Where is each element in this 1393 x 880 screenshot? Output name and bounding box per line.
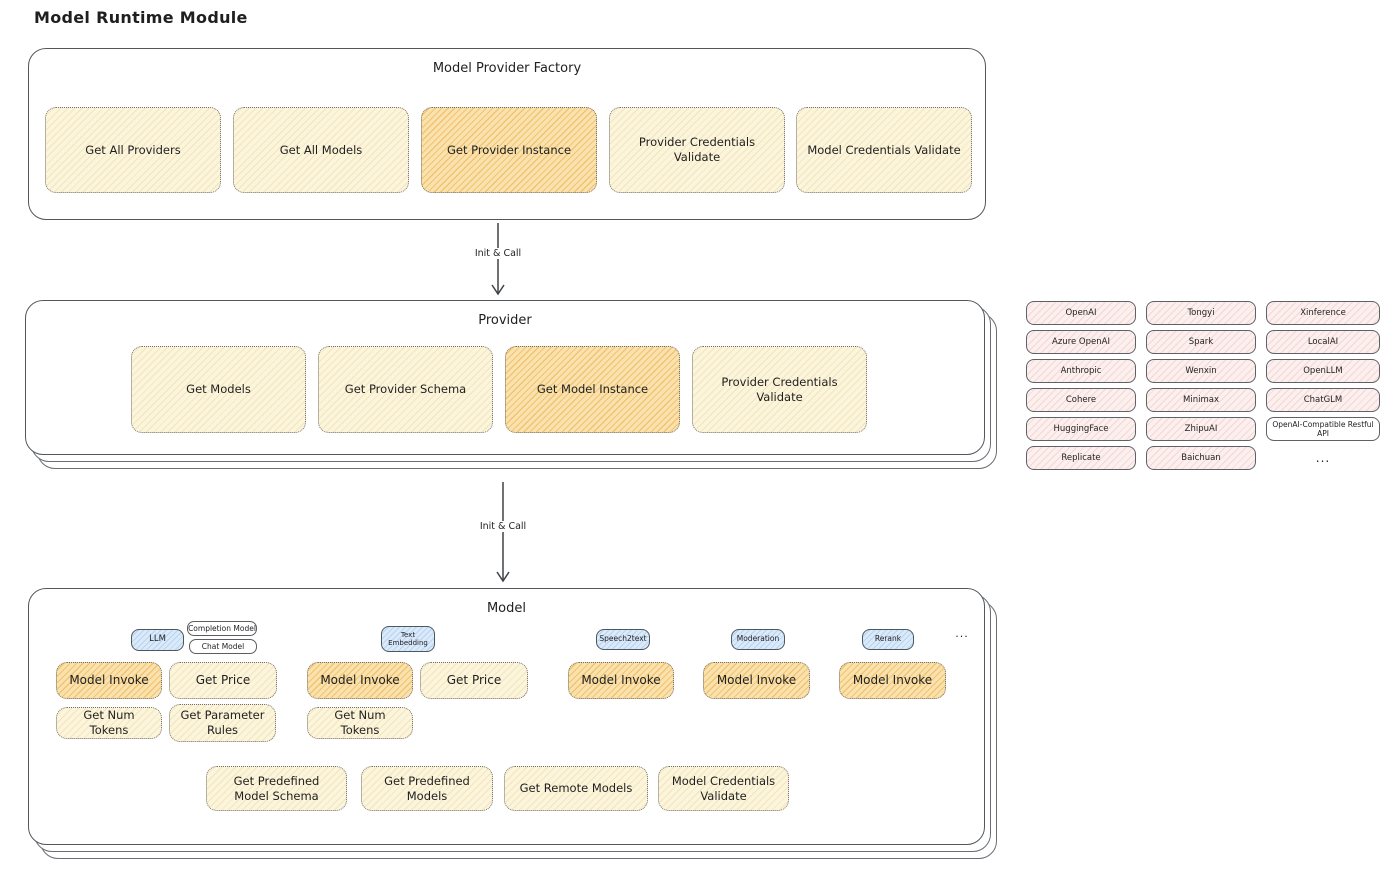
model-panel-title: Model bbox=[486, 601, 527, 616]
arrow-label-init-call: Init & Call bbox=[455, 248, 541, 259]
node-get-provider-schema: Get Provider Schema bbox=[318, 346, 493, 433]
provider-chip-spark: Spark bbox=[1146, 330, 1256, 354]
model-type-badge-moderation: Moderation bbox=[731, 629, 785, 650]
model-type-badge-text-embedding: Text Embedding bbox=[381, 626, 435, 652]
arrow-down-icon bbox=[496, 482, 510, 583]
provider-chip-xinference: Xinference bbox=[1266, 301, 1380, 325]
providers-grid: OpenAI Tongyi Xinference Azure OpenAI Sp… bbox=[1026, 301, 1380, 470]
node-get-predefined-models: Get Predefined Models bbox=[361, 766, 493, 811]
provider-chip-baichuan: Baichuan bbox=[1146, 446, 1256, 470]
provider-chip-replicate: Replicate bbox=[1026, 446, 1136, 470]
provider-chip-wenxin: Wenxin bbox=[1146, 359, 1256, 383]
sub-badge-chat-model: Chat Model bbox=[189, 639, 257, 654]
node-rerank-model-invoke: Model Invoke bbox=[839, 662, 946, 699]
model-types-more-ellipsis: ... bbox=[955, 627, 969, 640]
providers-more-ellipsis: ... bbox=[1315, 451, 1331, 465]
node-provider-credentials-validate: Provider Credentials Validate bbox=[609, 107, 785, 193]
node-get-model-instance: Get Model Instance bbox=[505, 346, 680, 433]
factory-panel: Model Provider Factory Get All Providers… bbox=[28, 48, 986, 220]
model-panel: Model LLM Completion Model Chat Model Te… bbox=[28, 588, 985, 845]
node-provider-credentials-validate: Provider Credentials Validate bbox=[692, 346, 867, 433]
arrow-label-init-call: Init & Call bbox=[460, 521, 546, 532]
node-llm-model-invoke: Model Invoke bbox=[56, 662, 162, 699]
node-model-credentials-validate: Model Credentials Validate bbox=[796, 107, 972, 193]
node-get-all-providers: Get All Providers bbox=[45, 107, 221, 193]
provider-panel: Provider Get Models Get Provider Schema … bbox=[25, 300, 985, 455]
provider-chip-localai: LocalAI bbox=[1266, 330, 1380, 354]
node-s2t-model-invoke: Model Invoke bbox=[568, 662, 674, 699]
node-get-models: Get Models bbox=[131, 346, 306, 433]
node-te-model-invoke: Model Invoke bbox=[307, 662, 413, 699]
node-model-credentials-validate: Model Credentials Validate bbox=[658, 766, 789, 811]
node-moderation-model-invoke: Model Invoke bbox=[703, 662, 810, 699]
provider-chip-tongyi: Tongyi bbox=[1146, 301, 1256, 325]
node-get-provider-instance: Get Provider Instance bbox=[421, 107, 597, 193]
node-te-get-num-tokens: Get Num Tokens bbox=[307, 707, 413, 739]
node-llm-get-parameter-rules: Get Parameter Rules bbox=[169, 704, 276, 742]
arrow-down-icon bbox=[491, 223, 505, 296]
model-type-badge-rerank: Rerank bbox=[862, 629, 914, 650]
node-llm-get-price: Get Price bbox=[169, 662, 277, 699]
factory-panel-title: Model Provider Factory bbox=[432, 61, 582, 76]
provider-chip-huggingface: HuggingFace bbox=[1026, 417, 1136, 441]
provider-chip-openllm: OpenLLM bbox=[1266, 359, 1380, 383]
node-get-all-models: Get All Models bbox=[233, 107, 409, 193]
node-get-predefined-model-schema: Get Predefined Model Schema bbox=[206, 766, 347, 811]
provider-chip-azure-openai: Azure OpenAI bbox=[1026, 330, 1136, 354]
provider-chip-zhipuai: ZhipuAI bbox=[1146, 417, 1256, 441]
node-get-remote-models: Get Remote Models bbox=[504, 766, 648, 811]
provider-chip-openai-compatible-restful-api: OpenAI-Compatible Restful API bbox=[1266, 417, 1380, 441]
model-type-badge-llm: LLM bbox=[131, 629, 184, 651]
provider-chip-minimax: Minimax bbox=[1146, 388, 1256, 412]
node-te-get-price: Get Price bbox=[420, 662, 528, 699]
provider-panel-title: Provider bbox=[478, 313, 532, 328]
page-title: Model Runtime Module bbox=[34, 8, 248, 27]
provider-chip-chatglm: ChatGLM bbox=[1266, 388, 1380, 412]
node-llm-get-num-tokens: Get Num Tokens bbox=[56, 707, 162, 739]
model-type-badge-speech2text: Speech2text bbox=[596, 629, 650, 650]
provider-chip-openai: OpenAI bbox=[1026, 301, 1136, 325]
provider-chip-anthropic: Anthropic bbox=[1026, 359, 1136, 383]
sub-badge-completion-model: Completion Model bbox=[187, 621, 257, 636]
provider-chip-cohere: Cohere bbox=[1026, 388, 1136, 412]
